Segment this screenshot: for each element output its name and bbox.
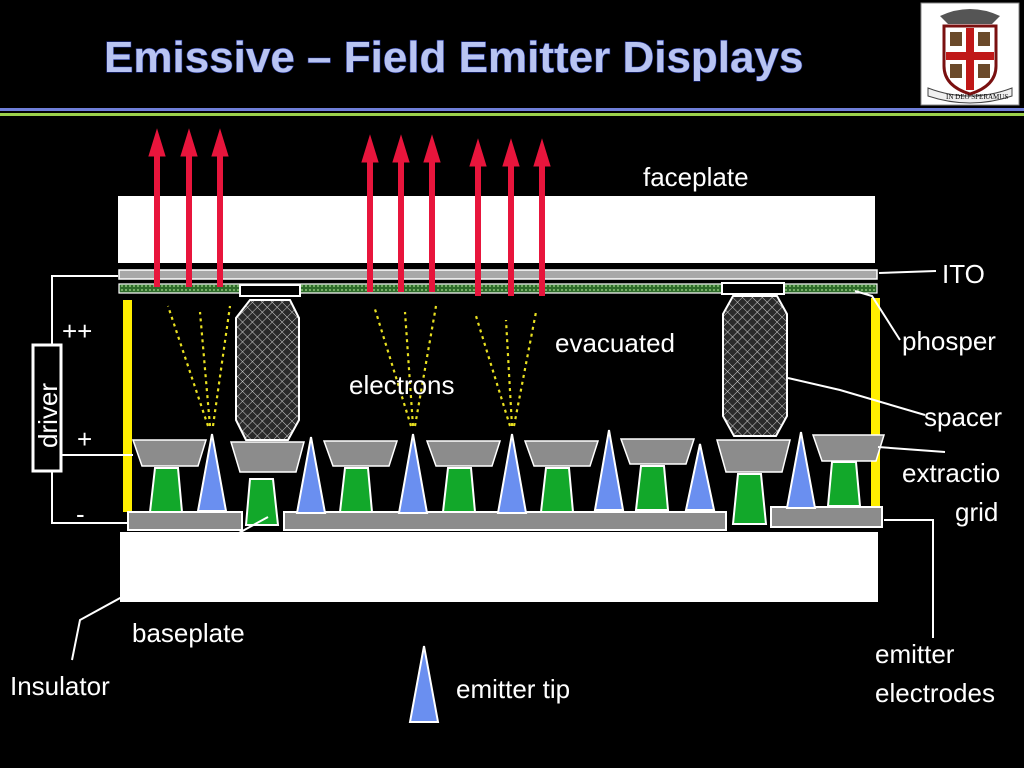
right-seal — [871, 298, 880, 506]
phosper-label: phosper — [902, 326, 996, 356]
electrons-label: electrons — [349, 370, 455, 400]
arrow-group-3 — [469, 138, 551, 296]
university-crest-logo: IN DEO SPERAMUS — [920, 2, 1020, 106]
faceplate-glass — [118, 196, 875, 263]
ito-layer — [118, 269, 878, 280]
extraction-grid — [131, 434, 886, 473]
spacer-right — [721, 282, 788, 437]
crest-motto: IN DEO SPERAMUS — [946, 93, 1008, 101]
left-seal — [123, 300, 132, 512]
light-emission-arrows — [148, 128, 551, 296]
leader-lines — [71, 270, 946, 661]
electron-paths — [166, 305, 538, 427]
minus-label: - — [76, 499, 85, 529]
legend-emitter-tip-icon — [408, 645, 440, 723]
arrow-group-2 — [361, 134, 441, 292]
evacuated-label: evacuated — [555, 328, 675, 358]
emitter-tips — [196, 429, 817, 514]
title-divider — [0, 108, 1024, 116]
ito-label: ITO — [942, 259, 985, 289]
emitter-electrodes — [127, 506, 883, 531]
arrow-group-1 — [148, 128, 229, 287]
baseplate-glass — [120, 532, 878, 602]
slide-title: Emissive – Field Emitter Displays — [104, 33, 803, 82]
emitter-electrodes-label-line1: emitter — [875, 639, 955, 669]
insulator-blocks — [148, 461, 862, 526]
driver-circuit — [31, 275, 133, 524]
plus-plus-label: ++ — [62, 316, 92, 346]
driver-label: driver — [33, 383, 63, 448]
extraction-grid-label-line2: grid — [955, 497, 998, 527]
emitter-electrodes-label-line2: electrodes — [875, 678, 995, 708]
insulator-label: Insulator — [10, 671, 110, 701]
extraction-grid-label-line1: extractio — [902, 458, 1000, 488]
plus-label: + — [77, 424, 92, 454]
emitter-tip-legend-label: emitter tip — [456, 674, 570, 704]
spacer-label: spacer — [924, 402, 1002, 432]
baseplate-label: baseplate — [132, 618, 245, 648]
faceplate-label: faceplate — [643, 162, 749, 192]
spacer-left — [235, 284, 301, 441]
phosphor-layer — [118, 283, 878, 294]
